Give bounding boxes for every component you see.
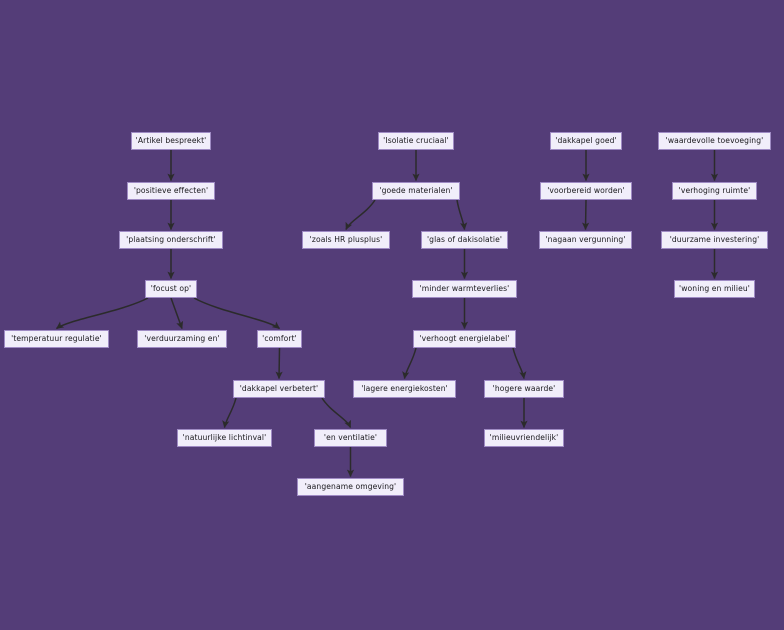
graph-node-minder-warmteverlies[interactable]: 'minder warmteverlies' [412,280,517,298]
graph-node-hogere-waarde[interactable]: 'hogere waarde' [484,380,564,398]
graph-node-woning-en-milieu[interactable]: 'woning en milieu' [674,280,755,298]
graph-node-voorbereid-worden[interactable]: 'voorbereid worden' [540,182,632,200]
graph-edge-goede-materialen-to-glas-of-dakisolatie [456,199,468,231]
graph-node-focust-op[interactable]: 'focust op' [145,280,197,298]
graph-node-verduurzaming-en[interactable]: 'verduurzaming en' [137,330,227,348]
graph-edge-verhoogt-energielabel-to-hogere-waarde [512,347,527,380]
graph-node-dakkapel-verbetert[interactable]: 'dakkapel verbetert' [233,380,325,398]
graph-edge-focust-op-to-comfort [193,297,280,330]
graph-node-zoals-hr-plusplus[interactable]: 'zoals HR plusplus' [302,231,390,249]
graph-node-comfort[interactable]: 'comfort' [257,330,302,348]
graph-node-artikel-bespreekt[interactable]: 'Artikel bespreekt' [131,132,211,150]
graph-node-isolatie-cruciaal[interactable]: 'Isolatie cruciaal' [378,132,454,150]
graph-node-duurzame-investering[interactable]: 'duurzame investering' [661,231,768,249]
graph-edge-focust-op-to-verduurzaming-en [170,297,184,330]
graph-node-dakkapel-goed[interactable]: 'dakkapel goed' [550,132,622,150]
graph-node-en-ventilatie[interactable]: 'en ventilatie' [314,429,387,447]
graph-node-aangename-omgeving[interactable]: 'aangename omgeving' [297,478,404,496]
graph-edge-dakkapel-verbetert-to-en-ventilatie [321,397,352,429]
graph-edge-comfort-to-dakkapel-verbetert [275,347,283,380]
graph-node-lagere-energiekosten[interactable]: 'lagere energiekosten' [353,380,456,398]
graph-node-glas-of-dakisolatie[interactable]: 'glas of dakisolatie' [421,231,508,249]
graph-node-verhoogt-energielabel[interactable]: 'verhoogt energielabel' [413,330,516,348]
graph-edge-goede-materialen-to-zoals-hr-plusplus [345,199,376,231]
graph-edge-focust-op-to-temperatuur-regulatie [56,297,149,330]
graph-node-positieve-effecten[interactable]: 'positieve effecten' [127,182,215,200]
graph-edge-voorbereid-worden-to-nagaan-vergunning [582,199,590,231]
graph-node-milieuvriendelijk[interactable]: 'milieuvriendelijk' [484,429,564,447]
graph-node-natuurlijke-lichtinval[interactable]: 'natuurlijke lichtinval' [177,429,272,447]
graph-node-verhoging-ruimte[interactable]: 'verhoging ruimte' [672,182,757,200]
graph-node-plaatsing-onderschrift[interactable]: 'plaatsing onderschrift' [119,231,223,249]
graph-node-temperatuur-regulatie[interactable]: 'temperatuur regulatie' [4,330,109,348]
graph-node-nagaan-vergunning[interactable]: 'nagaan vergunning' [539,231,632,249]
graph-node-waardevolle-toevoeging[interactable]: 'waardevolle toevoeging' [658,132,771,150]
graph-edge-verhoogt-energielabel-to-lagere-energiekosten [402,347,417,380]
graph-node-goede-materialen[interactable]: 'goede materialen' [372,182,460,200]
graph-edge-dakkapel-verbetert-to-natuurlijke-lichtinval [222,397,237,429]
